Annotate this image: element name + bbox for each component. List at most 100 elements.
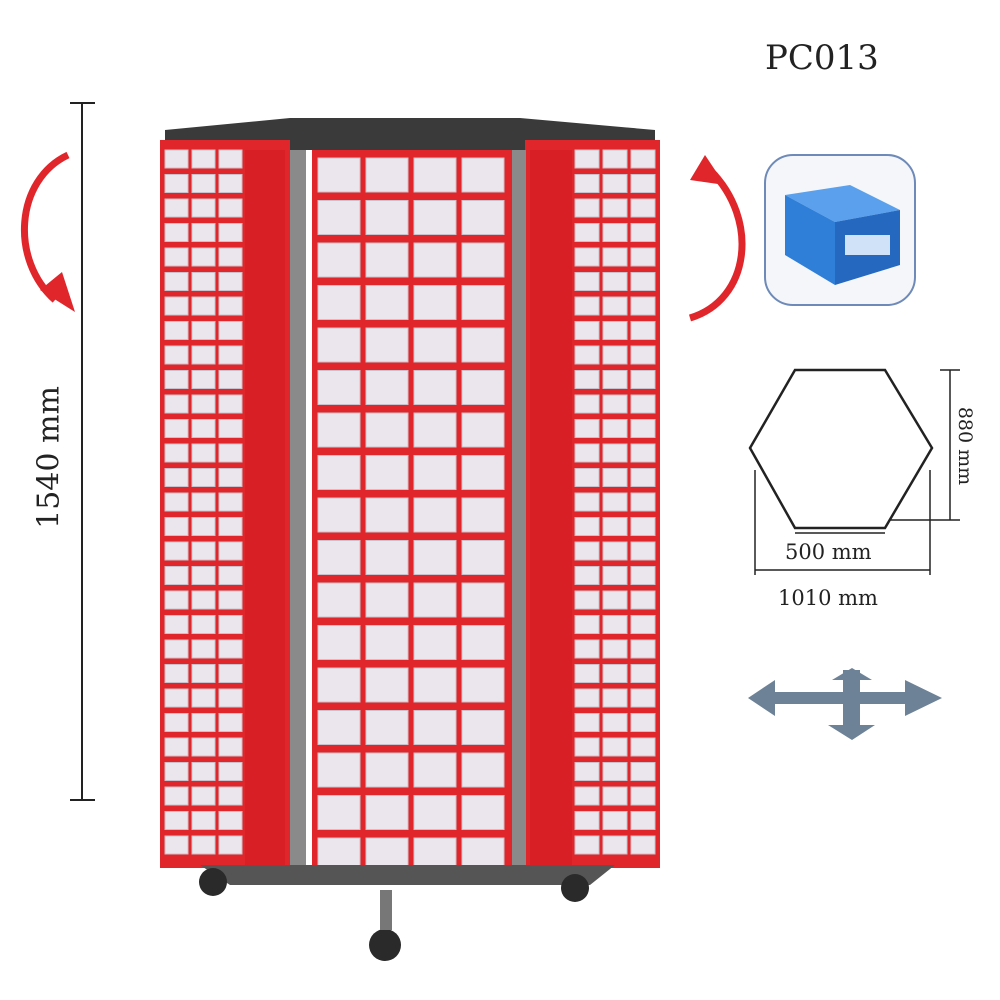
right-pole [512,150,526,875]
drawer [461,157,505,193]
drawer [461,667,505,703]
drawer [365,710,409,745]
drawer [602,590,628,610]
rotate-left-arrow-icon [20,151,70,303]
drawer [574,149,600,169]
drawer [218,394,243,414]
drawer [630,345,656,365]
drawer [602,517,628,536]
drawer [164,394,189,414]
drawer [218,517,243,536]
drawer [461,200,505,235]
drawer [413,540,457,575]
drawer [317,412,361,448]
drawer [602,247,628,267]
drawer [365,540,409,575]
drawer [191,443,216,463]
drawer [164,272,189,291]
drawer [630,174,656,193]
drawer [164,664,189,683]
drawer [218,174,243,193]
drawer [413,412,457,448]
drawer [413,157,457,193]
drawer [602,566,628,585]
drawer [218,786,243,806]
drawer [630,296,656,316]
drawer [191,394,216,414]
drawer [218,664,243,683]
height-label: 1540 mm [31,386,67,529]
drawer [413,370,457,405]
drawer [191,590,216,610]
drawer [630,737,656,757]
drawer [191,566,216,585]
drawer [574,443,600,463]
rotate-right-arrow-icon [688,167,746,322]
drawer [164,345,189,365]
drawer [317,625,361,660]
drawer [461,795,505,830]
drawer [630,835,656,855]
drawer [630,419,656,438]
drawer [630,223,656,242]
drawer [164,713,189,732]
drawer [413,327,457,363]
drawer [191,688,216,708]
drawer [602,615,628,634]
drawer [602,835,628,855]
drawer [317,667,361,703]
drawer [317,242,361,278]
drawer [413,582,457,618]
drawer [317,285,361,320]
drawer [602,174,628,193]
drawer [630,688,656,708]
drawer [218,541,243,561]
drawer [574,321,600,340]
drawer [191,247,216,267]
drawer [218,296,243,316]
drawer [317,582,361,618]
drawer [164,566,189,585]
drawer [413,795,457,830]
drawer [218,737,243,757]
drawer [164,492,189,512]
drawer [602,762,628,781]
drawer [191,174,216,193]
drawer [461,327,505,363]
drawer [630,198,656,218]
drawer [164,174,189,193]
drawer [574,737,600,757]
hexagon-footprint-icon [748,368,934,530]
drawer [365,285,409,320]
drawer [365,412,409,448]
drawer [218,468,243,487]
drawer [218,762,243,781]
drawer [574,247,600,267]
drawer [574,762,600,781]
drawer [413,752,457,788]
drawer [630,321,656,340]
drawer [574,174,600,193]
drawer [574,688,600,708]
drawer [164,149,189,169]
drawer [191,664,216,683]
drawer [164,639,189,659]
drawer [218,247,243,267]
drawer [164,688,189,708]
drawer [630,394,656,414]
drawer [365,752,409,788]
height-dimension-line [70,102,95,801]
drawer [602,345,628,365]
drawer [413,455,457,490]
drawer [218,272,243,291]
drawer [602,198,628,218]
drawer [602,639,628,659]
drawer [317,795,361,830]
drawer [191,296,216,316]
drawer [630,541,656,561]
drawer [630,370,656,389]
drawer [574,419,600,438]
drawer [164,321,189,340]
drawer [191,615,216,634]
